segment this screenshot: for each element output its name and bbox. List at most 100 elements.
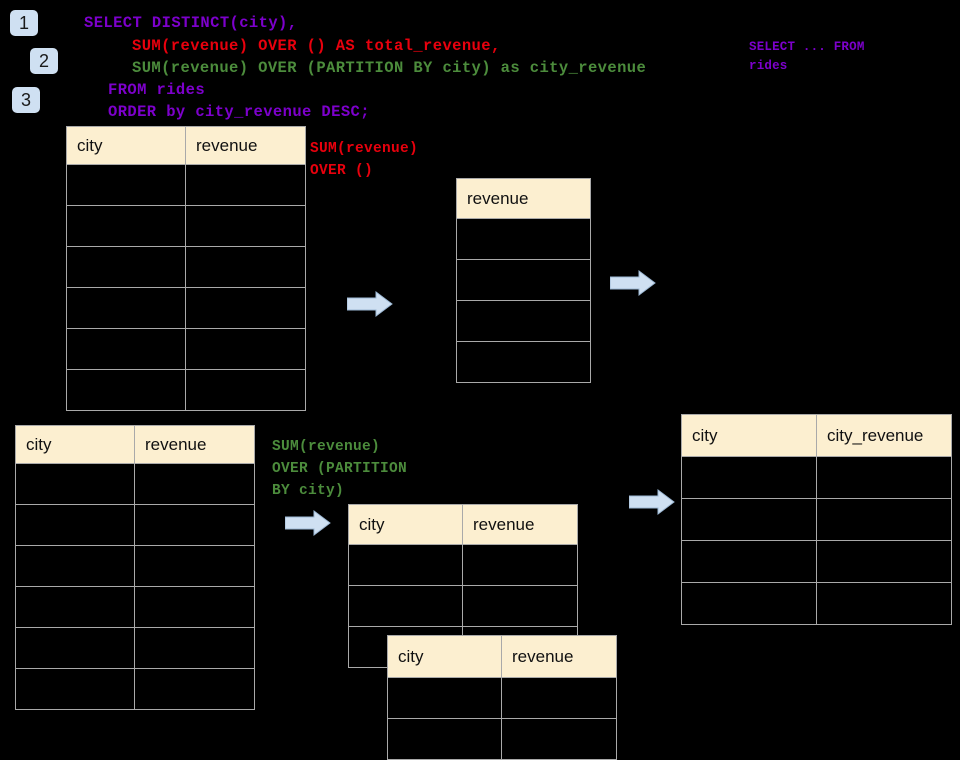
column-header-city: city [66,126,186,165]
table-cell-revenue [501,677,617,719]
table-cell-city [66,164,186,206]
sql-line-2: SUM(revenue) OVER () AS total_revenue, [132,37,501,55]
step-badge-3: 3 [12,87,40,113]
table-row [66,246,306,288]
table-cell-revenue [134,504,255,546]
table-row [387,718,617,760]
table-cell-city_revenue [816,540,952,583]
table-cell-city [15,668,135,710]
table-cell-revenue [501,718,617,760]
sql-line-5: ORDER by city_revenue DESC; [108,103,370,121]
table-cell-revenue [134,586,255,628]
arrow-total-to-result [609,270,656,296]
table-cell-revenue [185,287,306,329]
table-cell-revenue [462,544,578,586]
table-row [681,498,952,541]
table-cell-revenue [456,218,591,260]
table-row [348,544,578,586]
table-cell-city_revenue [816,456,952,499]
table-row [15,463,255,505]
column-header-revenue: revenue [501,635,617,678]
table-total-revenue: revenue [456,178,591,383]
table-cell-revenue [462,585,578,627]
table-cell-city [387,677,502,719]
arrow-rides-to-partition [284,510,331,536]
table-row [66,164,306,206]
table-cell-revenue [185,205,306,247]
table-cell-city [66,246,186,288]
table-cell-city [348,544,463,586]
table-row [66,287,306,329]
table-row [456,341,591,383]
column-header-city_revenue: city_revenue [816,414,952,457]
table-row [681,582,952,625]
table-cell-revenue [185,369,306,411]
table-row [15,504,255,546]
table-row [66,205,306,247]
table-row [456,259,591,301]
table-cell-city [66,287,186,329]
table-header-row: revenue [456,178,591,219]
column-header-revenue: revenue [456,178,591,219]
arrow-right-icon [346,291,393,317]
column-header-city: city [15,425,135,464]
column-header-revenue: revenue [185,126,306,165]
table-cell-city [15,545,135,587]
column-header-city: city [387,635,502,678]
table-row [387,677,617,719]
step-badge-1: 1 [10,10,38,36]
sql-line-1: SELECT DISTINCT(city), [84,14,298,32]
table-cell-revenue [456,259,591,301]
table-cell-city [681,582,817,625]
table-cell-revenue [185,164,306,206]
table-cell-city [15,627,135,669]
table-cell-city [66,205,186,247]
annot-sum-over-empty: SUM(revenue) OVER () [310,141,419,179]
table-cell-city [681,498,817,541]
column-header-city: city [681,414,817,457]
sidenote-select-from-rides: SELECT ... FROM rides [749,40,865,73]
table-cell-city [15,586,135,628]
table-cell-city [348,585,463,627]
step-badge-2: 2 [30,48,58,74]
table-cell-city [15,504,135,546]
table-row [681,456,952,499]
table-cell-city [66,328,186,370]
table-row [681,540,952,583]
diagram-canvas: 1 2 3 SELECT DISTINCT(city), SUM(revenue) O… [10,10,952,760]
table-row [15,545,255,587]
annot-sum-over-partition: SUM(revenue) OVER (PARTITION BY city) [272,439,408,499]
table-cell-city [15,463,135,505]
table-row [348,585,578,627]
table-cell-city_revenue [816,582,952,625]
arrow-rides-to-total [346,291,393,317]
table-cell-revenue [134,545,255,587]
table-cell-city [681,456,817,499]
arrow-right-icon [609,270,656,296]
table-cell-revenue [185,246,306,288]
arrow-right-icon [284,510,331,536]
table-cell-city [66,369,186,411]
sql-line-4: FROM rides [108,81,206,99]
table-row [15,627,255,669]
table-cell-revenue [134,463,255,505]
sql-line-3: SUM(revenue) OVER (PARTITION BY city) as… [132,59,647,77]
table-cell-revenue [456,300,591,342]
table-row [66,328,306,370]
table-cell-city_revenue [816,498,952,541]
table-cell-revenue [134,668,255,710]
table-cell-revenue [134,627,255,669]
table-row [15,668,255,710]
arrow-right-icon [628,489,675,515]
table-cell-revenue [456,341,591,383]
column-header-revenue: revenue [134,425,255,464]
